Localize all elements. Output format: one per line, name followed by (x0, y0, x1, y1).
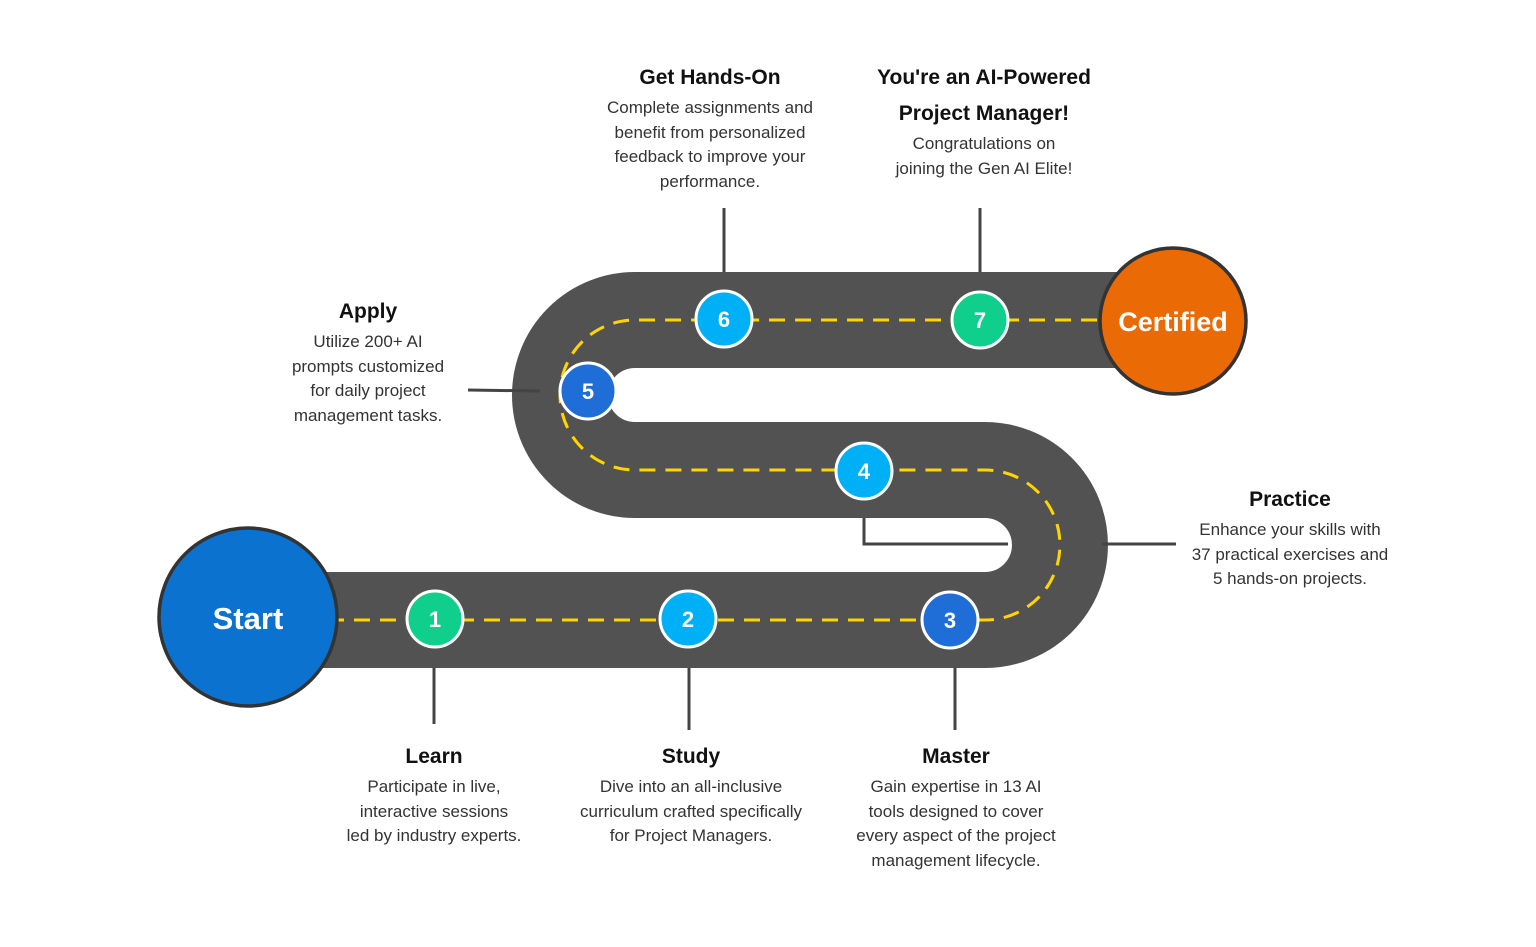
desc-line: 37 practical exercises and (1191, 544, 1389, 564)
desc-line: 5 hands-on projects. (1212, 569, 1368, 588)
milestone-practice: Practice Enhance your skills with 37 pra… (1170, 482, 1410, 592)
connector-lines (432, 208, 1176, 730)
milestone-desc: Participate in live, interactive session… (322, 775, 546, 849)
milestone-node-circle (834, 441, 894, 501)
milestone-desc: Utilize 200+ AI prompts customized for d… (268, 330, 468, 428)
milestone-master: Master Gain expertise in 13 AI tools des… (836, 739, 1076, 873)
milestone-node-circle (658, 589, 718, 649)
milestone-get-hands-on: Get Hands-On Complete assignments and be… (580, 60, 840, 194)
desc-line: curriculum crafted specifically (579, 801, 802, 821)
milestone-study: Study Dive into an all-inclusive curricu… (556, 739, 826, 849)
milestone-desc: Congratulations on joining the Gen AI El… (850, 132, 1118, 181)
desc-line: performance. (659, 171, 761, 191)
milestone-node-number: 4 (858, 459, 871, 484)
desc-line: interactive sessions (359, 801, 509, 821)
desc-line: feedback to improve your (614, 147, 806, 166)
desc-line: for daily project (310, 381, 426, 400)
milestone-title: You're an AI-Powered Project Manager! (850, 60, 1118, 132)
milestone-node-circle (694, 289, 754, 349)
milestone-title: Learn (405, 745, 463, 768)
milestone-node-circle (558, 361, 618, 421)
milestone-desc: Gain expertise in 13 AI tools designed t… (836, 775, 1076, 873)
milestone-title: Master (922, 745, 990, 768)
milestone-node-number: 1 (429, 607, 441, 632)
title-line: You're an AI-Powered (877, 66, 1091, 89)
milestone-node-circle (920, 590, 980, 650)
desc-line: management lifecycle. (871, 850, 1041, 870)
milestone-title: Apply (338, 300, 398, 323)
desc-line: led by industry experts. (346, 826, 522, 845)
milestone-node-4: 4 (834, 441, 894, 501)
desc-line: tools designed to cover (868, 801, 1044, 821)
milestone-title: Get Hands-On (639, 66, 781, 89)
connector-4 (862, 518, 1008, 546)
milestone-apply: Apply Utilize 200+ AI prompts customized… (268, 294, 468, 428)
start-node: Start (157, 526, 339, 708)
desc-line: Congratulations on (912, 134, 1056, 153)
desc-line: every aspect of the project (856, 826, 1056, 845)
milestone-node-number: 3 (944, 608, 956, 633)
desc-line: benefit from personalized (614, 122, 806, 142)
milestone-node-3: 3 (920, 590, 980, 650)
desc-line: Participate in live, (367, 777, 501, 796)
milestone-title: Practice (1249, 488, 1331, 511)
milestone-node-number: 5 (582, 379, 594, 404)
milestone-node-number: 6 (718, 307, 730, 332)
milestone-node-2: 2 (658, 589, 718, 649)
desc-line: Enhance your skills with (1199, 520, 1381, 539)
certified-label: Certified (1118, 307, 1228, 337)
desc-line: Complete assignments and (606, 98, 813, 117)
milestone-nodes: 1 2 3 4 5 6 7 (405, 289, 1010, 650)
desc-line: Utilize 200+ AI (313, 332, 423, 351)
milestone-learn: Learn Participate in live, interactive s… (322, 739, 546, 849)
milestone-node-6: 6 (694, 289, 754, 349)
desc-line: management tasks. (293, 405, 443, 425)
desc-line: Dive into an all-inclusive (599, 777, 783, 796)
desc-line: joining the Gen AI Elite! (895, 158, 1073, 178)
title-line: Project Manager! (898, 102, 1070, 125)
milestone-node-circle (950, 290, 1010, 350)
road-center-line (250, 318, 1172, 622)
desc-line: Gain expertise in 13 AI (870, 777, 1042, 796)
milestone-desc: Complete assignments and benefit from pe… (580, 96, 840, 194)
milestone-node-7: 7 (950, 290, 1010, 350)
connector-5 (467, 388, 541, 393)
milestone-desc: Dive into an all-inclusive curriculum cr… (556, 775, 826, 849)
milestone-desc: Enhance your skills with 37 practical ex… (1170, 518, 1410, 592)
milestone-node-1: 1 (405, 589, 465, 649)
milestone-node-circle (405, 589, 465, 649)
milestone-node-number: 2 (682, 607, 694, 632)
milestone-node-5: 5 (558, 361, 618, 421)
milestone-node-number: 7 (974, 308, 986, 333)
milestone-certified-pm: You're an AI-Powered Project Manager! Co… (850, 60, 1118, 181)
milestone-title: Study (661, 745, 721, 768)
desc-line: for Project Managers. (609, 826, 773, 845)
desc-line: prompts customized (291, 356, 445, 376)
start-label: Start (213, 601, 284, 636)
certified-node: Certified (1098, 246, 1248, 396)
